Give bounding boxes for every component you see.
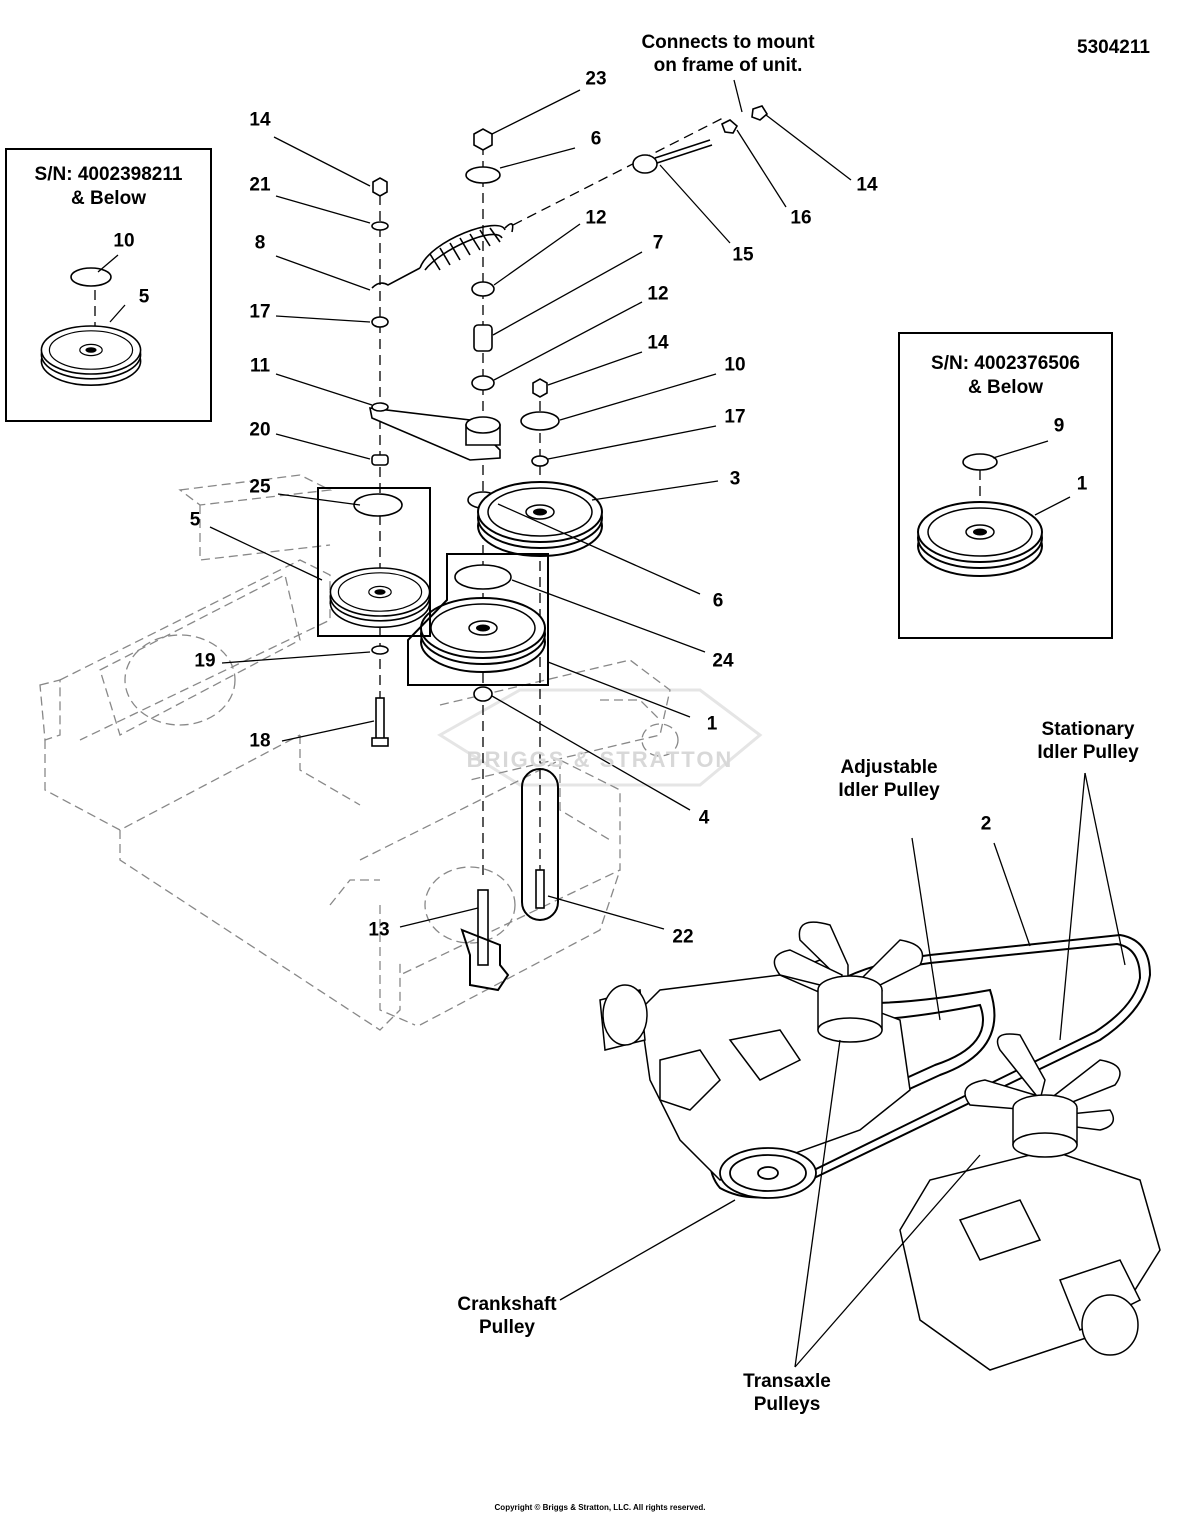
fan-lower (964, 1033, 1121, 1158)
inset-right-below: & Below (968, 377, 1043, 398)
callout-21: 21 (249, 174, 271, 196)
crankshaft-pulley-art (719, 1147, 817, 1199)
callout-12-upper: 12 (585, 207, 607, 229)
doc-number: 5304211 (1077, 37, 1150, 58)
callout-7: 7 (652, 232, 664, 254)
callout-17-left: 17 (249, 301, 271, 323)
callout-8: 8 (254, 232, 266, 254)
inset-right-callout-9: 9 (1053, 415, 1065, 437)
inset-serial-right: S/N: 4002376506 & Below (898, 332, 1113, 639)
callout-22: 22 (672, 926, 694, 948)
inset-left-callout-5: 5 (138, 286, 150, 308)
label-adjustable-idler-1: Adjustable (840, 757, 938, 778)
callout-6-top: 6 (590, 128, 602, 150)
callout-16: 16 (790, 207, 812, 229)
component-outlines (317, 487, 559, 992)
callout-13: 13 (368, 919, 390, 941)
note-frame-mount-line1: Connects to mount (641, 32, 815, 53)
callout-14-center: 14 (647, 332, 669, 354)
callout-20: 20 (249, 419, 271, 441)
callout-5-main: 5 (189, 509, 201, 531)
callout-10: 10 (724, 354, 746, 376)
label-transaxle-1: Transaxle (743, 1371, 831, 1392)
callout-25: 25 (249, 476, 271, 498)
pulley-5-main (329, 567, 431, 629)
inset-left-callout-10: 10 (113, 230, 135, 252)
center-column-hardware (454, 128, 512, 966)
callout-14-left: 14 (249, 109, 271, 131)
callout-23: 23 (585, 68, 607, 90)
callout-14-right: 14 (856, 174, 878, 196)
callout-12-lower: 12 (647, 283, 669, 305)
callout-17-right: 17 (724, 406, 746, 428)
watermark-logo (437, 688, 763, 787)
inset-serial-left: S/N: 4002398211 & Below (5, 148, 212, 422)
label-stationary-idler-2: Idler Pulley (1037, 742, 1139, 763)
right-column-hardware (520, 378, 560, 909)
callout-1-main: 1 (706, 713, 718, 735)
callout-15: 15 (732, 244, 754, 266)
callout-6-lower: 6 (712, 590, 724, 612)
callout-4: 4 (698, 807, 710, 829)
callout-24: 24 (712, 650, 734, 672)
label-crankshaft-2: Pulley (479, 1317, 535, 1338)
watermark-text: BRIGGS & STRATTON (466, 747, 734, 772)
transaxle-lower (899, 1149, 1161, 1371)
label-stationary-idler-1: Stationary (1041, 719, 1135, 740)
fan-upper (773, 921, 924, 1043)
callout-18: 18 (249, 730, 271, 752)
label-adjustable-idler-2: Idler Pulley (838, 780, 940, 801)
label-transaxle-2: Pulleys (753, 1394, 821, 1415)
inset-left-below: & Below (71, 188, 146, 209)
callout-2: 2 (980, 813, 992, 835)
mower-frame-outline (39, 474, 679, 1031)
pulley-1-main (420, 597, 546, 673)
pulley-3 (477, 481, 603, 557)
note-frame-mount-line2: on frame of unit. (653, 55, 803, 76)
eye-bolt (632, 105, 769, 174)
callout-3: 3 (729, 468, 741, 490)
callout-19: 19 (194, 650, 216, 672)
callout-11: 11 (249, 355, 271, 377)
inset-washers (70, 267, 998, 471)
copyright: Copyright © Briggs & Stratton, LLC. All … (494, 1503, 706, 1512)
inset-right-callout-1: 1 (1076, 473, 1088, 495)
inset-left-serial: S/N: 4002398211 (34, 164, 183, 185)
leader-lines (97, 79, 1126, 1368)
label-crankshaft-1: Crankshaft (457, 1294, 557, 1315)
inset-right-serial: S/N: 4002376506 (931, 353, 1080, 374)
idler-spring (371, 223, 514, 289)
